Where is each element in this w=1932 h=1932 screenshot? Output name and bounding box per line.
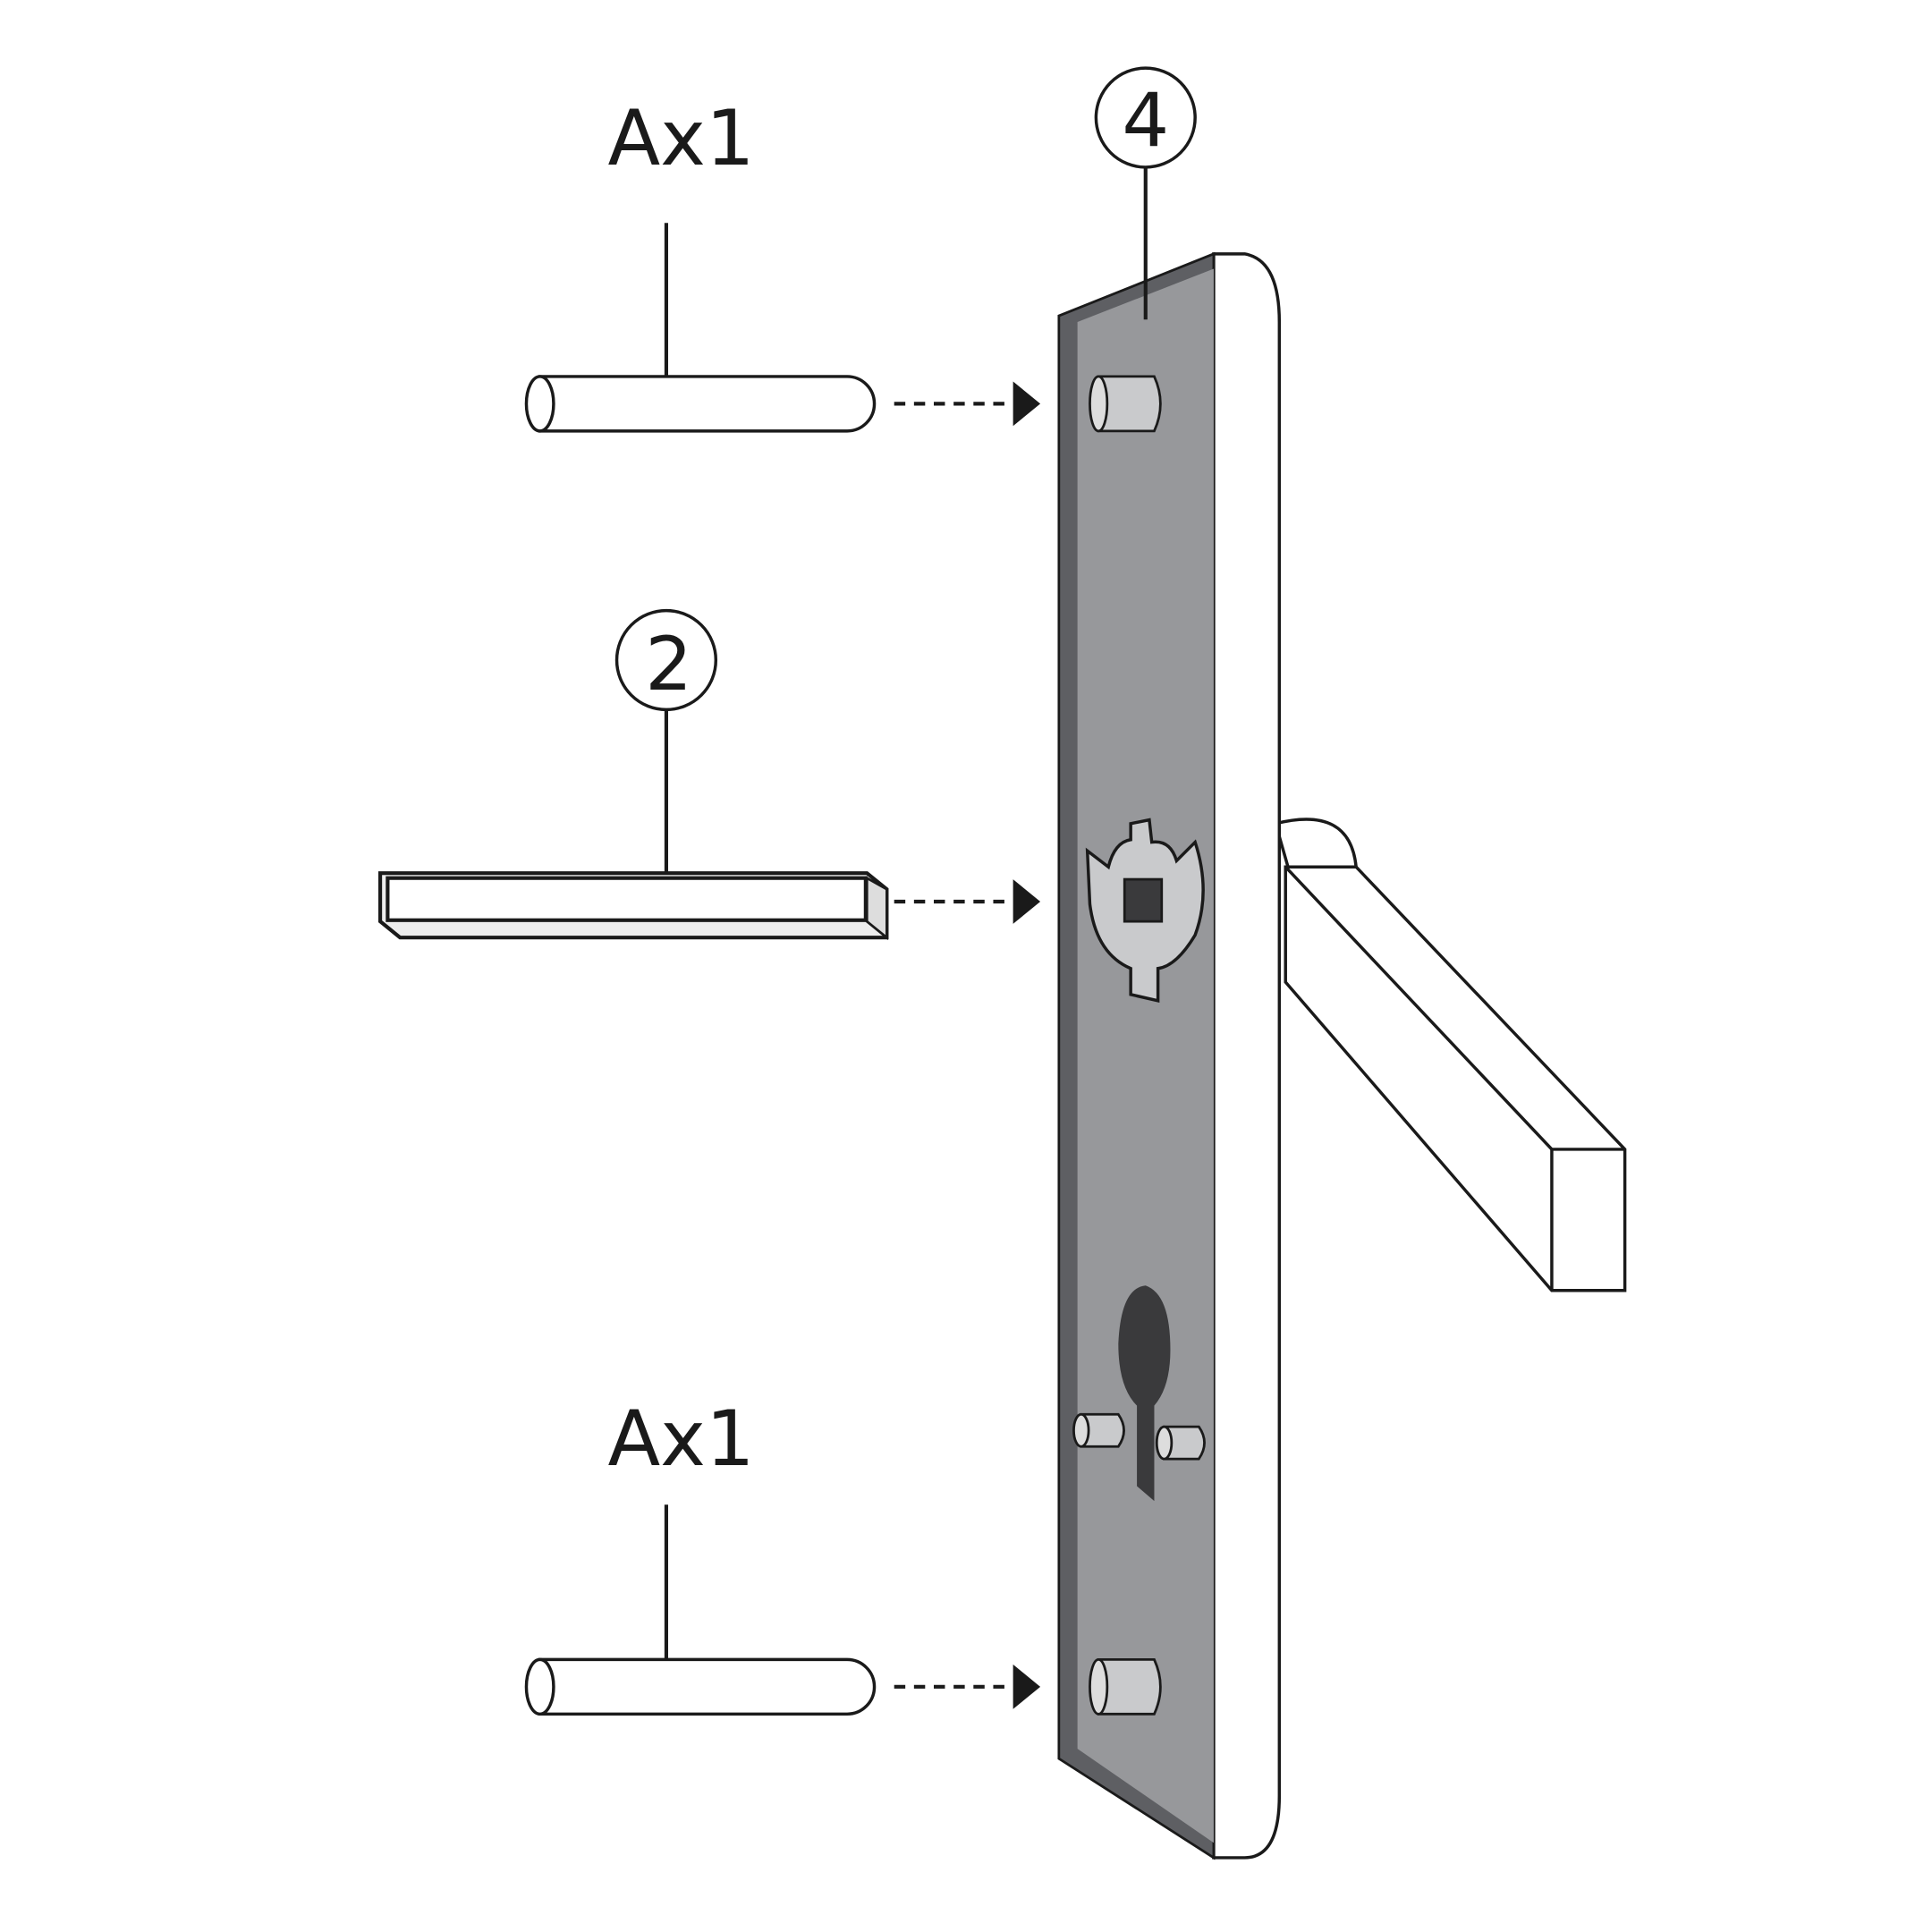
bottom-pin: Ax1 [524, 1394, 1041, 1716]
backplate: 4 [1057, 66, 1282, 1860]
spindle-end-face [865, 876, 888, 941]
handle-arm [1284, 865, 1627, 1292]
square-spindle-hole [1123, 877, 1164, 923]
bottom-pin-quantity-label: Ax1 [607, 1394, 754, 1484]
bottom-mounting-post [1089, 1658, 1162, 1716]
top-pin-arrow-head [1013, 381, 1041, 427]
spindle: 2 [378, 608, 1041, 941]
top-pin-end [524, 375, 555, 433]
keyhole [1118, 1285, 1171, 1502]
top-mounting-post [1089, 375, 1162, 433]
bottom-pin-body [538, 1657, 877, 1716]
spindle-top-face [386, 876, 868, 922]
keyhole-left-post [1072, 1412, 1125, 1448]
top-pin: Ax1 [524, 94, 1041, 433]
top-pin-quantity-label: Ax1 [607, 94, 754, 183]
spindle-callout-number: 2 [645, 621, 692, 708]
handle-lever [1273, 818, 1627, 1292]
backplate-front-edge [1212, 252, 1282, 1860]
bottom-pin-end [524, 1657, 555, 1716]
plate-callout-number: 4 [1122, 77, 1169, 164]
spindle-arrow-head [1013, 879, 1041, 924]
bottom-pin-arrow-head [1013, 1664, 1041, 1709]
backplate-face [1077, 268, 1214, 1843]
handle-neck [1273, 818, 1359, 869]
keyhole-right-post [1155, 1425, 1206, 1461]
top-pin-body [538, 375, 877, 433]
